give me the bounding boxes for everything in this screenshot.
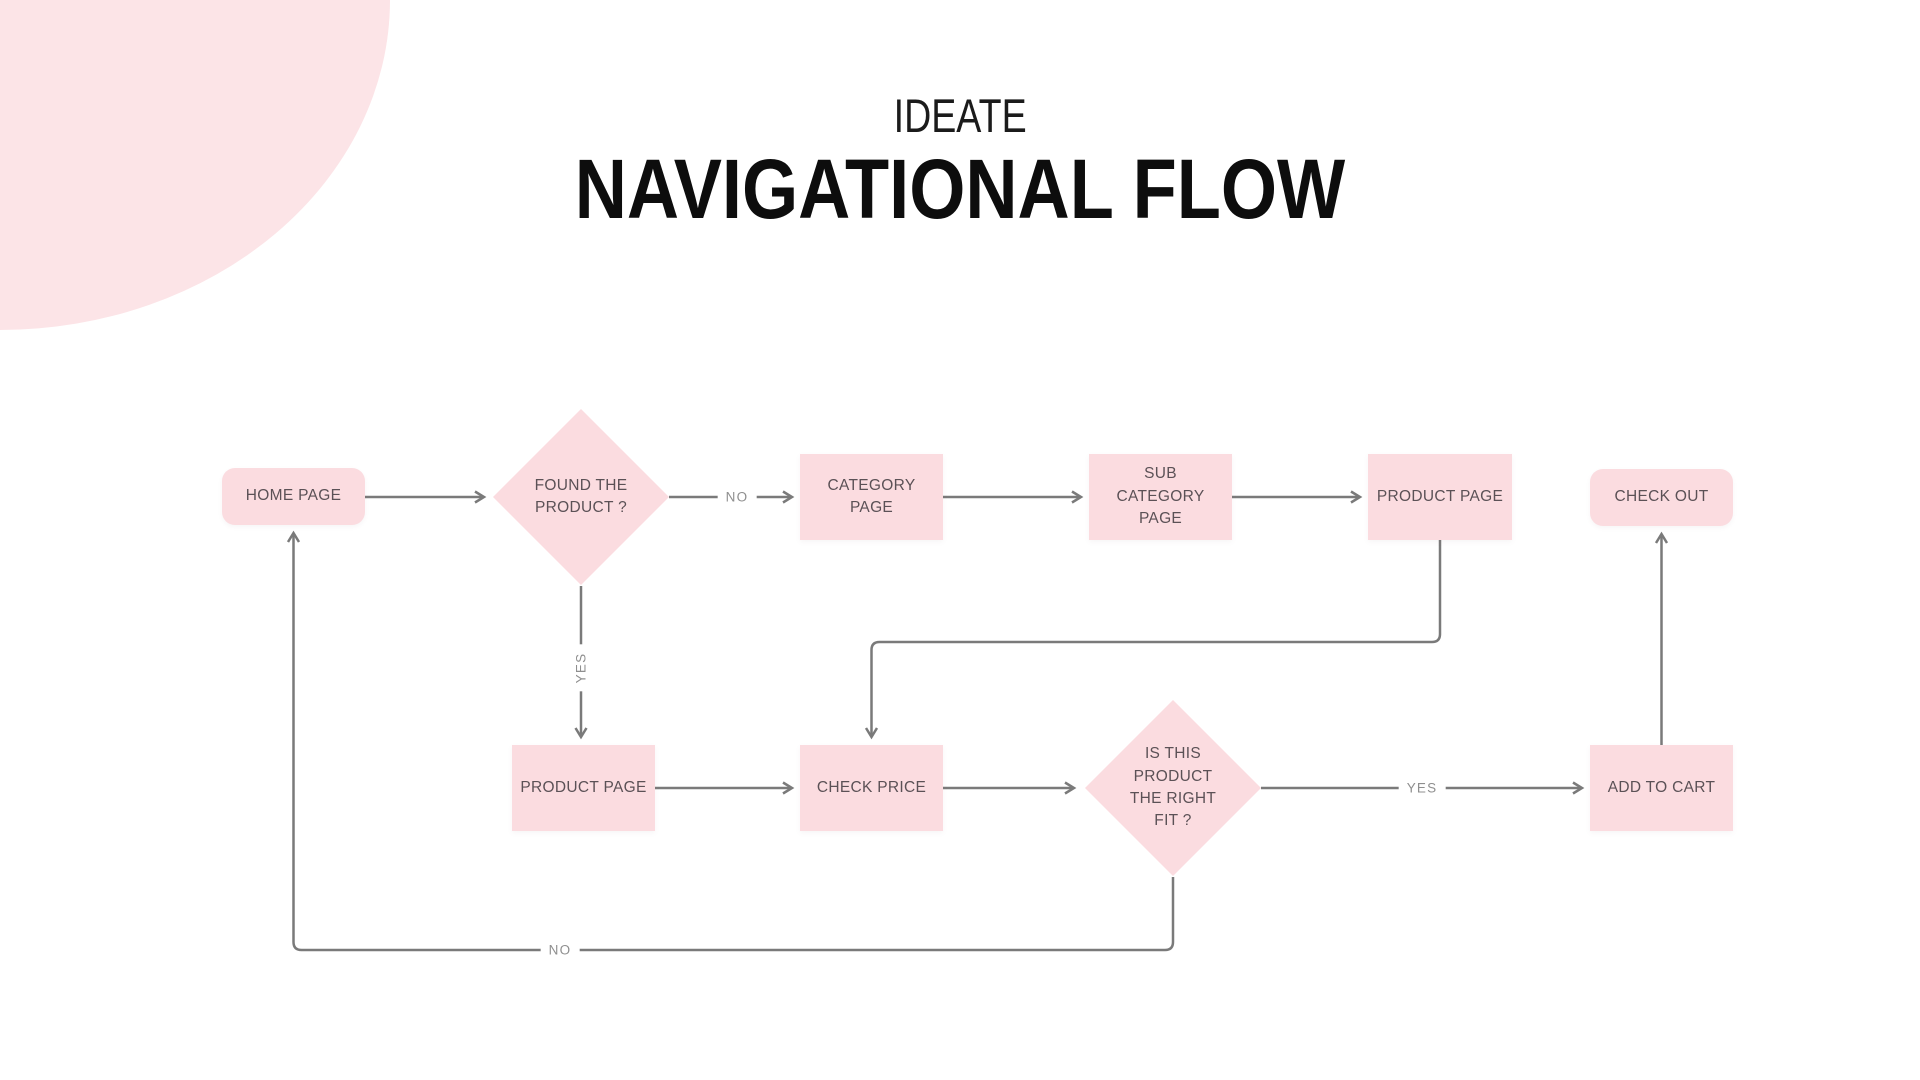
- node-check-price: CHECK PRICE: [800, 745, 943, 831]
- node-label: FOUND THE PRODUCT ?: [534, 476, 628, 516]
- node-sub-category-page: SUB CATEGORY PAGE: [1089, 454, 1232, 540]
- node-label: SUB CATEGORY PAGE: [1116, 465, 1205, 528]
- node-label: IS THIS PRODUCT THE RIGHT FIT ?: [1129, 745, 1217, 830]
- node-check-out: CHECK OUT: [1590, 469, 1733, 526]
- edge-productpage-to-checkprice-elbow: [864, 540, 1442, 740]
- node-add-to-cart: ADD TO CART: [1590, 745, 1733, 831]
- edge-label-no-fit: NO: [540, 940, 580, 960]
- node-category-page: CATEGORY PAGE: [800, 454, 943, 540]
- edge-rightfit-to-home-no: [286, 530, 1175, 952]
- node-label: HOME PAGE: [245, 487, 342, 505]
- node-label: PRODUCT PAGE: [520, 778, 647, 796]
- edge-label-yes-found: YES: [571, 644, 591, 692]
- edge-label-no-found: NO: [717, 487, 757, 507]
- node-product-page-bottom: PRODUCT PAGE: [512, 745, 655, 831]
- node-label: PRODUCT PAGE: [1376, 487, 1504, 505]
- slide-title: NAVIGATIONAL FLOW: [574, 142, 1346, 236]
- node-home-page: HOME PAGE: [222, 468, 365, 525]
- node-label: CATEGORY PAGE: [827, 476, 916, 516]
- node-product-page-top: PRODUCT PAGE: [1368, 454, 1512, 540]
- slide-eyebrow: IDEATE: [893, 89, 1027, 142]
- edge-label-yes-fit: YES: [1398, 778, 1446, 798]
- node-label: CHECK PRICE: [816, 778, 927, 796]
- node-label: ADD TO CART: [1607, 778, 1716, 796]
- title-block: IDEATE NAVIGATIONAL FLOW: [0, 92, 1920, 231]
- node-label: CHECK OUT: [1614, 488, 1709, 506]
